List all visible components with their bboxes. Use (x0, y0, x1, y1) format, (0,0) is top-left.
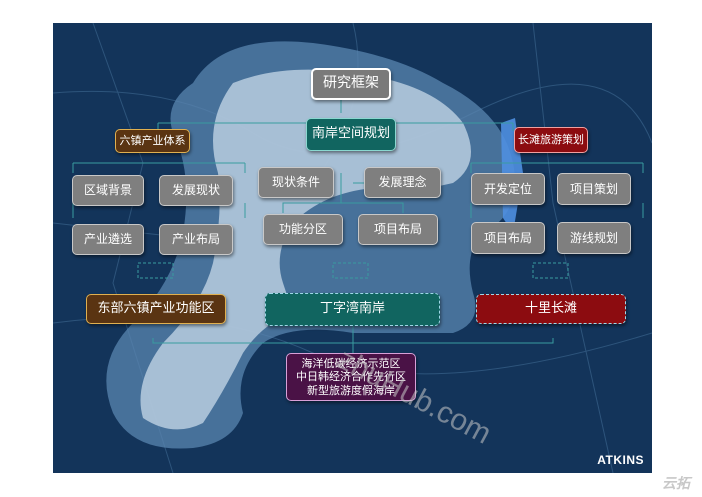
left-item-1: 区域背景 (72, 175, 144, 206)
left-result: 东部六镇产业功能区 (86, 294, 226, 324)
middle-item-1: 现状条件 (258, 167, 334, 198)
right-branch-title: 长滩旅游策划 (514, 127, 588, 153)
left-item-4: 产业布局 (159, 224, 233, 255)
final-line-2: 中日韩经济合作先行区 (296, 370, 406, 384)
corner-watermark: 云拓 (662, 475, 690, 491)
root-node: 研究框架 (311, 68, 391, 100)
slide-canvas: 研究框架 六镇产业体系 区域背景 发展现状 产业遴选 产业布局 东部六镇产业功能… (53, 23, 652, 473)
middle-item-2: 发展理念 (364, 167, 441, 198)
left-branch-title: 六镇产业体系 (115, 129, 190, 153)
final-line-3: 新型旅游度假海岸 (307, 383, 395, 397)
land-mass-inner (140, 69, 471, 430)
left-item-3: 产业遴选 (72, 224, 144, 255)
right-item-2: 项目策划 (557, 173, 631, 205)
middle-branch-title: 南岸空间规划 (306, 118, 396, 151)
right-item-4: 游线规划 (557, 222, 631, 254)
middle-item-4: 项目布局 (358, 214, 438, 245)
middle-result: 丁字湾南岸 (265, 293, 440, 326)
right-result: 十里长滩 (476, 294, 626, 324)
right-item-3: 项目布局 (471, 222, 545, 254)
final-goals: 海洋低碳经济示范区 中日韩经济合作先行区 新型旅游度假海岸 (286, 353, 416, 401)
final-line-1: 海洋低碳经济示范区 (301, 357, 401, 371)
brand-logo: ATKINS (597, 453, 644, 467)
middle-item-3: 功能分区 (263, 214, 343, 245)
left-item-2: 发展现状 (159, 175, 233, 206)
right-item-1: 开发定位 (471, 173, 545, 205)
